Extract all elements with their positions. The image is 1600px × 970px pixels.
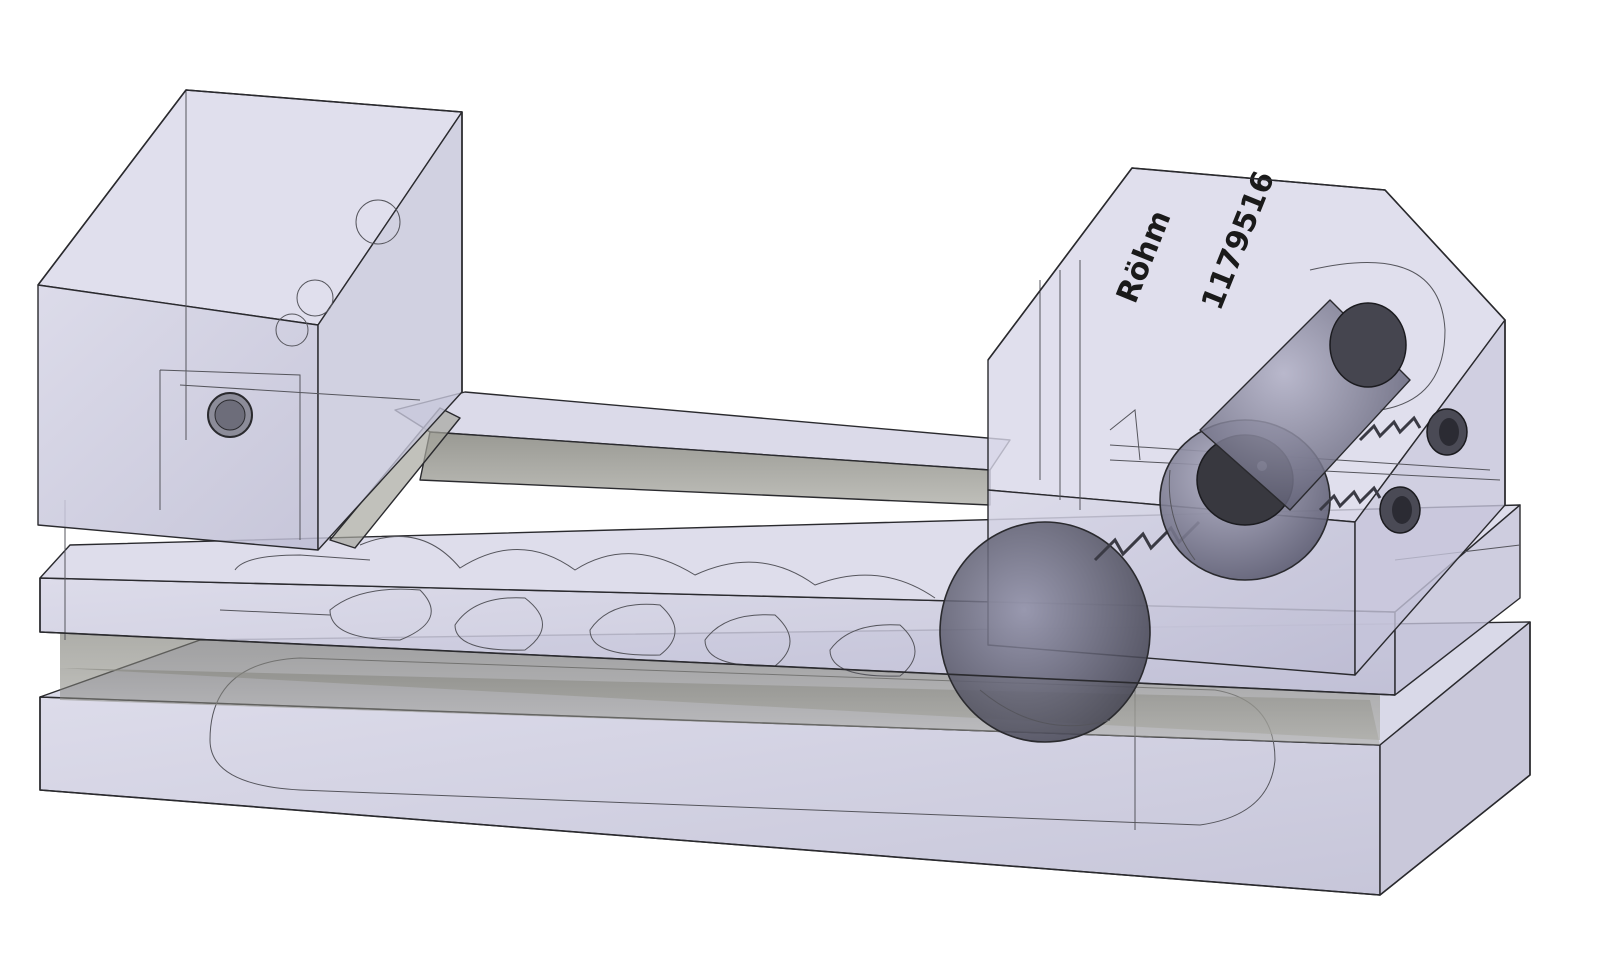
spindle-assembly[interactable] bbox=[939, 299, 1468, 743]
fixed-jaw[interactable] bbox=[37, 89, 463, 551]
ball-knob[interactable] bbox=[939, 521, 1151, 743]
scallop-row bbox=[219, 535, 936, 677]
spring-icon bbox=[1318, 485, 1382, 512]
silhouette-edges bbox=[37, 89, 1531, 896]
spring-icon bbox=[1358, 415, 1422, 442]
